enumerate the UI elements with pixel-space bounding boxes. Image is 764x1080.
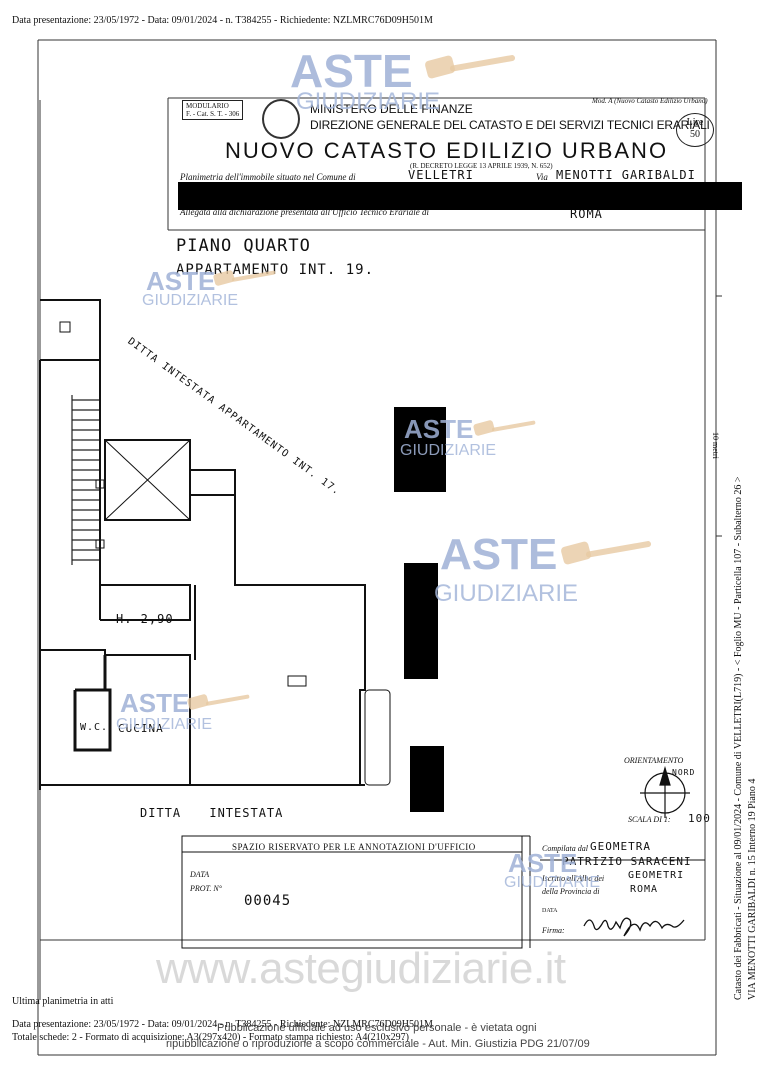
emblem-icon [262,99,300,139]
firma-label: Firma: [542,926,565,935]
neighbor-bottom-label: DITTA INTESTATA [140,806,284,820]
side-line-1: Catasto dei Fabbricati - Situazione al 0… [733,476,744,1000]
albo-value: GEOMETRI [628,870,685,881]
gavel-icon [187,694,250,710]
gavel-icon [425,55,516,79]
office-box-title: SPAZIO RISERVATO PER LE ANNOTAZIONI D'UF… [232,842,476,852]
gavel-icon [473,420,536,436]
watermark-aste: ASTE [508,848,578,878]
watermark-giudiziarie: GIUDIZIARIE [400,442,497,459]
footer-line-1: Data presentazione: 23/05/1972 - Data: 0… [12,1019,433,1030]
disclaimer-2: ripubblicazione o riproduzione a scopo c… [166,1038,590,1050]
watermark-aste: ASTE [120,688,190,718]
orientation-label: ORIENTAMENTO [624,756,684,765]
wc-label: W.C. [80,722,109,733]
header-line: Data presentazione: 23/05/1972 - Data: 0… [12,15,433,26]
watermark-aste: ASTE [404,414,474,444]
side-scale-note: 10 metri [711,432,720,459]
modulario-box: MODULARIO F. - Cat. S. T. - 306 [182,100,244,120]
scale-label: SCALA DI 1: [628,815,671,824]
provincia-value: ROMA [630,884,659,895]
allegata-label: Allegata alla dichiarazione presentata a… [180,207,429,217]
gavel-icon [213,270,276,286]
stamp: Lire 50 [676,113,714,147]
disclaimer-1: Pubblicazione ufficiale ad uso esclusivo… [217,1022,537,1034]
via-label: Via [536,172,548,182]
ministry: MINISTERO DELLE FINANZE [310,102,473,116]
modulario-code: F. - Cat. S. T. - 306 [186,110,240,118]
kitchen-label: CUCINA [118,722,164,735]
modulario-label: MODULARIO [186,102,229,110]
redaction-bar [178,182,742,210]
planimetria-label: Planimetria dell'immobile situato nel Co… [180,172,356,182]
watermark-site: www.astegiudiziarie.it [156,944,566,993]
ufficio-value: ROMA [570,207,603,221]
side-line-2: VIA MENOTTI GARIBALDI n. 15 Interno 19 P… [747,778,758,1000]
compiler-title: GEOMETRA [590,840,651,853]
decree: (R. DECRETO LEGGE 13 APRILE 1939, N. 652… [410,162,553,170]
via-value: MENOTTI GARIBALDI [556,168,696,182]
office-data-label: DATA [190,870,210,879]
office-prot-label: PROT. N° [190,884,222,893]
watermark-aste: ASTE [146,266,216,296]
model-label: Mod. A (Nuovo Catasto Edilizio Urbano) [592,97,708,105]
stamp-lire: Lire [686,117,704,128]
compiler-data-label: DATA [542,908,558,914]
gavel-icon [561,541,652,565]
floor-label: PIANO QUARTO [176,236,311,256]
stamp-value: 50 [690,129,700,140]
watermark-giudiziarie: GIUDIZIARIE [434,580,579,607]
watermark-aste: ASTE [290,45,413,97]
watermark-giudiziarie: GIUDIZIARIE [116,716,213,733]
north-arrow-icon [640,765,690,818]
redaction-block [394,407,446,492]
scale-value: 100 [688,812,711,825]
redaction-block [410,746,444,812]
compiler-name: PATRIZIO SARACENI [562,855,692,868]
watermark-giudiziarie: GIUDIZIARIE [296,88,441,115]
watermark-giudiziarie: GIUDIZIARIE [142,292,239,309]
form-title: NUOVO CATASTO EDILIZIO URBANO [225,138,669,163]
north-label: NORD [672,768,696,777]
directorate: DIREZIONE GENERALE DEL CATASTO E DEI SER… [310,118,710,132]
height-label: H. 2,90 [116,612,174,626]
footer-ultima: Ultima planimetria in atti [12,996,114,1007]
signature [583,917,685,937]
watermark-aste: ASTE [440,530,558,579]
iscritto-label: Iscritto all'Albo dei [542,874,605,883]
office-prot-value: 00045 [244,893,292,909]
redaction-block [404,563,438,679]
footer-line-2: Totale schede: 2 - Formato di acquisizio… [12,1032,409,1043]
comune-value: VELLETRI [408,168,474,182]
watermark-giudiziarie: GIUDIZIARIE [504,874,601,891]
provincia-label: della Provincia di [542,887,600,896]
compilata-label: Compilata dal [542,844,589,853]
